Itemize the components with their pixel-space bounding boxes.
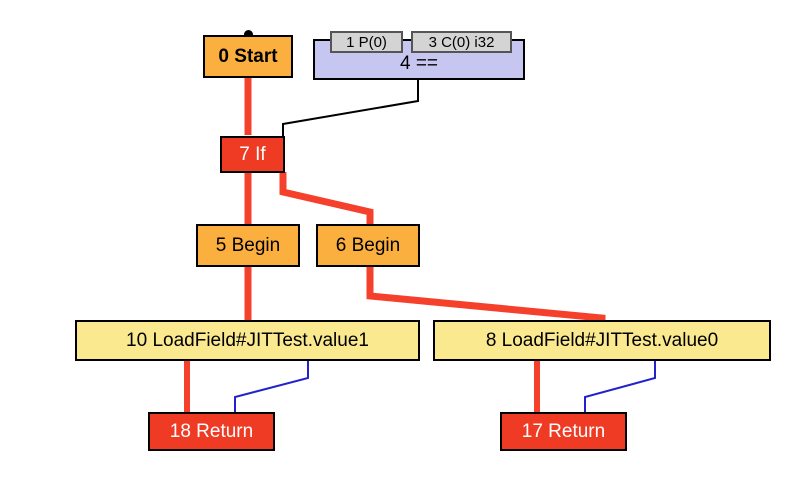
node-loadfield-value0-label: 8 LoadField#JITTest.value0 [485,330,719,351]
node-return18-label: 18 Return [169,421,254,442]
node-return17-label: 17 Return [521,421,606,442]
node-begin5[interactable]: 5 Begin [196,224,300,267]
edge-begin6-to-load8 [366,266,606,322]
node-param-label: 1 P(0) [346,33,387,51]
node-param[interactable]: 1 P(0) [330,31,403,53]
node-const[interactable]: 3 C(0) i32 [411,31,512,53]
node-return18[interactable]: 18 Return [148,412,275,451]
node-const-label: 3 C(0) i32 [428,33,495,51]
node-start-label: 0 Start [218,46,278,67]
node-loadfield-value1[interactable]: 10 LoadField#JITTest.value1 [75,320,420,361]
edge-load10-to-ret18-data [234,360,309,412]
node-begin6[interactable]: 6 Begin [316,224,420,267]
node-loadfield-value1-label: 10 LoadField#JITTest.value1 [126,330,369,351]
node-if[interactable]: 7 If [220,136,285,173]
node-compare-label: 4 == [399,53,439,74]
node-if-label: 7 If [239,144,266,165]
start-anchor-dot [244,30,253,39]
edge-cmp-to-if [282,80,419,136]
node-begin6-label: 6 Begin [335,235,401,256]
edge-if-to-begin6 [279,172,374,225]
node-start[interactable]: 0 Start [203,35,293,78]
node-begin5-label: 5 Begin [215,235,281,256]
node-loadfield-value0[interactable]: 8 LoadField#JITTest.value0 [433,320,771,361]
edge-load8-to-ret17-data [584,360,656,412]
node-return17[interactable]: 17 Return [500,412,627,451]
